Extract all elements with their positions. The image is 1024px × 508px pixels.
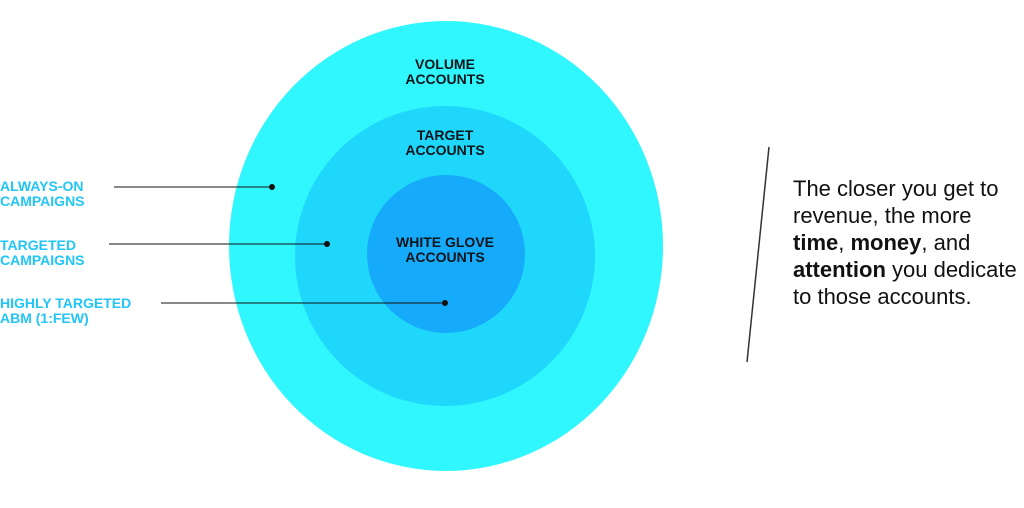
caption-part-1: The closer you get to revenue, the more: [793, 176, 999, 228]
caption-bold-attention: attention: [793, 257, 886, 282]
always-on-connector-dot: [269, 184, 275, 190]
caption-bold-time: time: [793, 230, 839, 255]
divider-line: [746, 146, 770, 363]
caption-text: The closer you get to revenue, the more …: [793, 175, 1021, 310]
white-glove-accounts-ring: [367, 175, 525, 333]
targeted-campaigns-label: TARGETED CAMPAIGNS: [0, 237, 85, 268]
caption-part-2: ,: [838, 230, 851, 255]
highly-targeted-abm-label: HIGHLY TARGETED ABM (1:FEW): [0, 295, 132, 326]
targeted-connector-dot: [324, 241, 330, 247]
white-glove-accounts-label: WHITE GLOVE ACCOUNTS: [396, 234, 494, 265]
volume-accounts-label: VOLUME ACCOUNTS: [405, 56, 485, 87]
always-on-campaigns-label: ALWAYS-ON CAMPAIGNS: [0, 178, 85, 209]
target-accounts-label: TARGET ACCOUNTS: [405, 127, 485, 158]
caption-bold-money: money: [850, 230, 922, 255]
caption-part-3: , and: [921, 230, 971, 255]
highly-targeted-connector-dot: [442, 300, 448, 306]
caption-part-4: you dedicate to those accounts.: [793, 257, 1017, 309]
